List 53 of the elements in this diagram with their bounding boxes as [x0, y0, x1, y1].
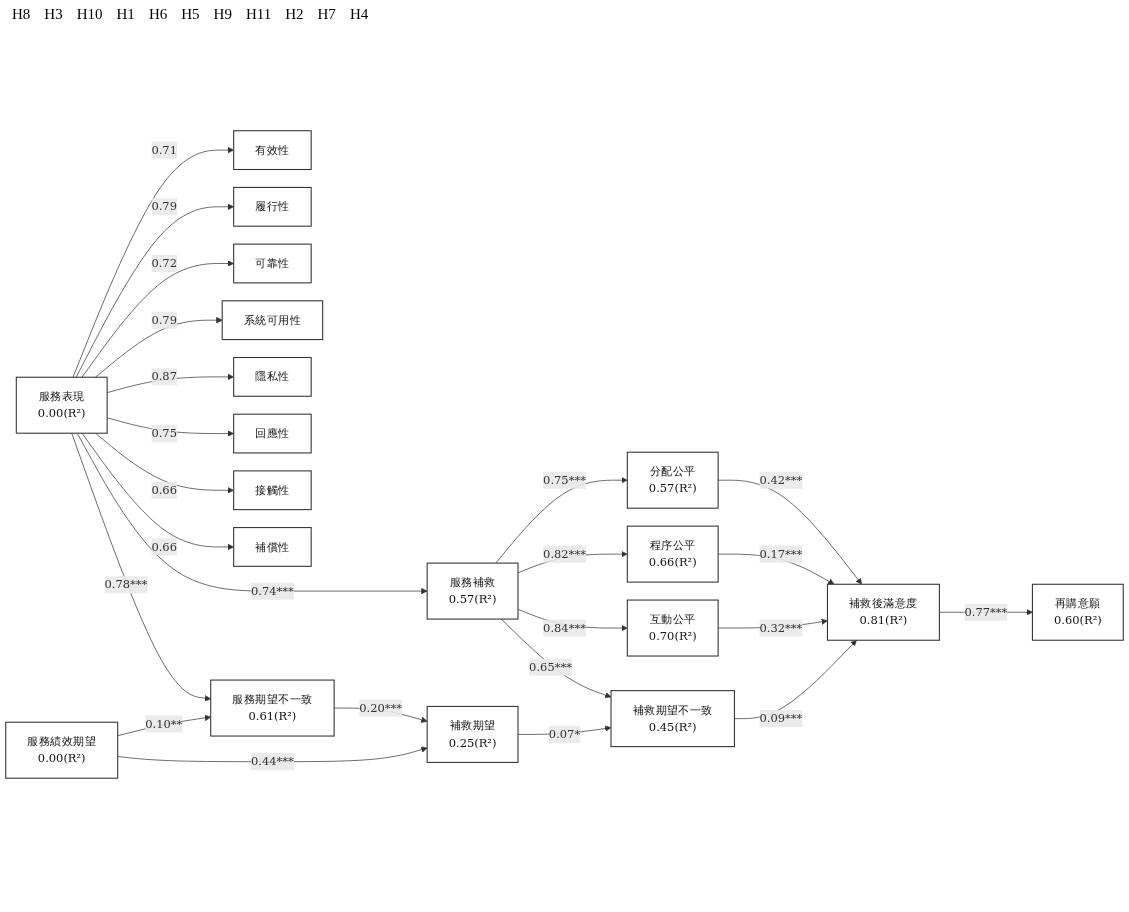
node-box: 接觸性	[233, 469, 312, 510]
edge-label: 0.65***	[529, 659, 572, 674]
hypothesis-label: H10	[76, 6, 103, 23]
edge-label: 0.32***	[759, 620, 803, 635]
node-box: 互動公平 0.70(R²)	[626, 599, 719, 657]
node-box: 服務表現 0.00(R²)	[15, 376, 108, 434]
node-box: 履行性	[233, 186, 312, 227]
edge-label: 0.66	[151, 539, 177, 553]
node-box: 服務績效期望 0.00(R²)	[5, 721, 119, 779]
node-box: 可靠性	[233, 243, 312, 283]
edge-label: 0.77***	[964, 604, 1008, 619]
edge-label: 0.09***	[759, 710, 803, 725]
hypothesis-label: H4	[349, 6, 369, 23]
node-box: 服務期望不一致 0.61(R²)	[210, 679, 335, 737]
edge-label: 0.10**	[145, 716, 183, 730]
node-box: 隱私性	[233, 356, 312, 397]
node-box: 服務補救 0.57(R²)	[426, 562, 519, 620]
edge-label: 0.17***	[759, 546, 803, 561]
hypothesis-label: H8	[12, 6, 31, 23]
node-box: 補救期望不一致 0.45(R²)	[610, 689, 735, 747]
edge-label: 0.84***	[543, 620, 586, 635]
edge-label: 0.78***	[104, 577, 148, 591]
node-box: 補救後滿意度 0.81(R²)	[826, 583, 940, 641]
edge-label: 0.71	[151, 142, 177, 157]
hypothesis-label: H5	[181, 6, 200, 23]
edge-label: 0.42***	[759, 472, 803, 487]
edge-label: 0.20***	[359, 700, 403, 715]
hypothesis-label: H2	[285, 6, 304, 23]
edge-label: 0.79	[151, 312, 177, 327]
edge-label: 0.79	[151, 199, 177, 213]
edge-label: 0.75	[151, 425, 177, 440]
node-box: 回應性	[233, 413, 312, 454]
node-box: 程序公平 0.66(R²)	[626, 525, 719, 583]
edge-label: 0.44***	[251, 754, 294, 768]
edge-label: 0.74***	[251, 583, 294, 598]
node-box: 再購意願 0.60(R²)	[1031, 583, 1124, 641]
hypothesis-label: H1	[116, 6, 135, 23]
edge-label: 0.87	[151, 369, 177, 383]
node-box: 補救期望 0.25(R²)	[426, 705, 519, 763]
node-box: 分配公平 0.57(R²)	[626, 451, 719, 509]
node-box: 系統可用性	[221, 299, 324, 340]
hypothesis-label: H6	[148, 6, 168, 23]
edge-label: 0.75***	[543, 472, 586, 487]
hypothesis-label: H3	[44, 6, 63, 23]
edge-label: 0.66	[151, 482, 177, 497]
hypothesis-label: H9	[213, 6, 232, 23]
edge-label: 0.72	[151, 255, 177, 270]
edge-label: 0.07*	[548, 726, 581, 741]
edge-label: 0.82***	[543, 546, 586, 561]
node-box: 補償性	[233, 526, 312, 567]
node-box: 有效性	[233, 129, 312, 170]
hypothesis-label: H7	[317, 6, 336, 23]
hypothesis-label: H11	[245, 6, 272, 23]
